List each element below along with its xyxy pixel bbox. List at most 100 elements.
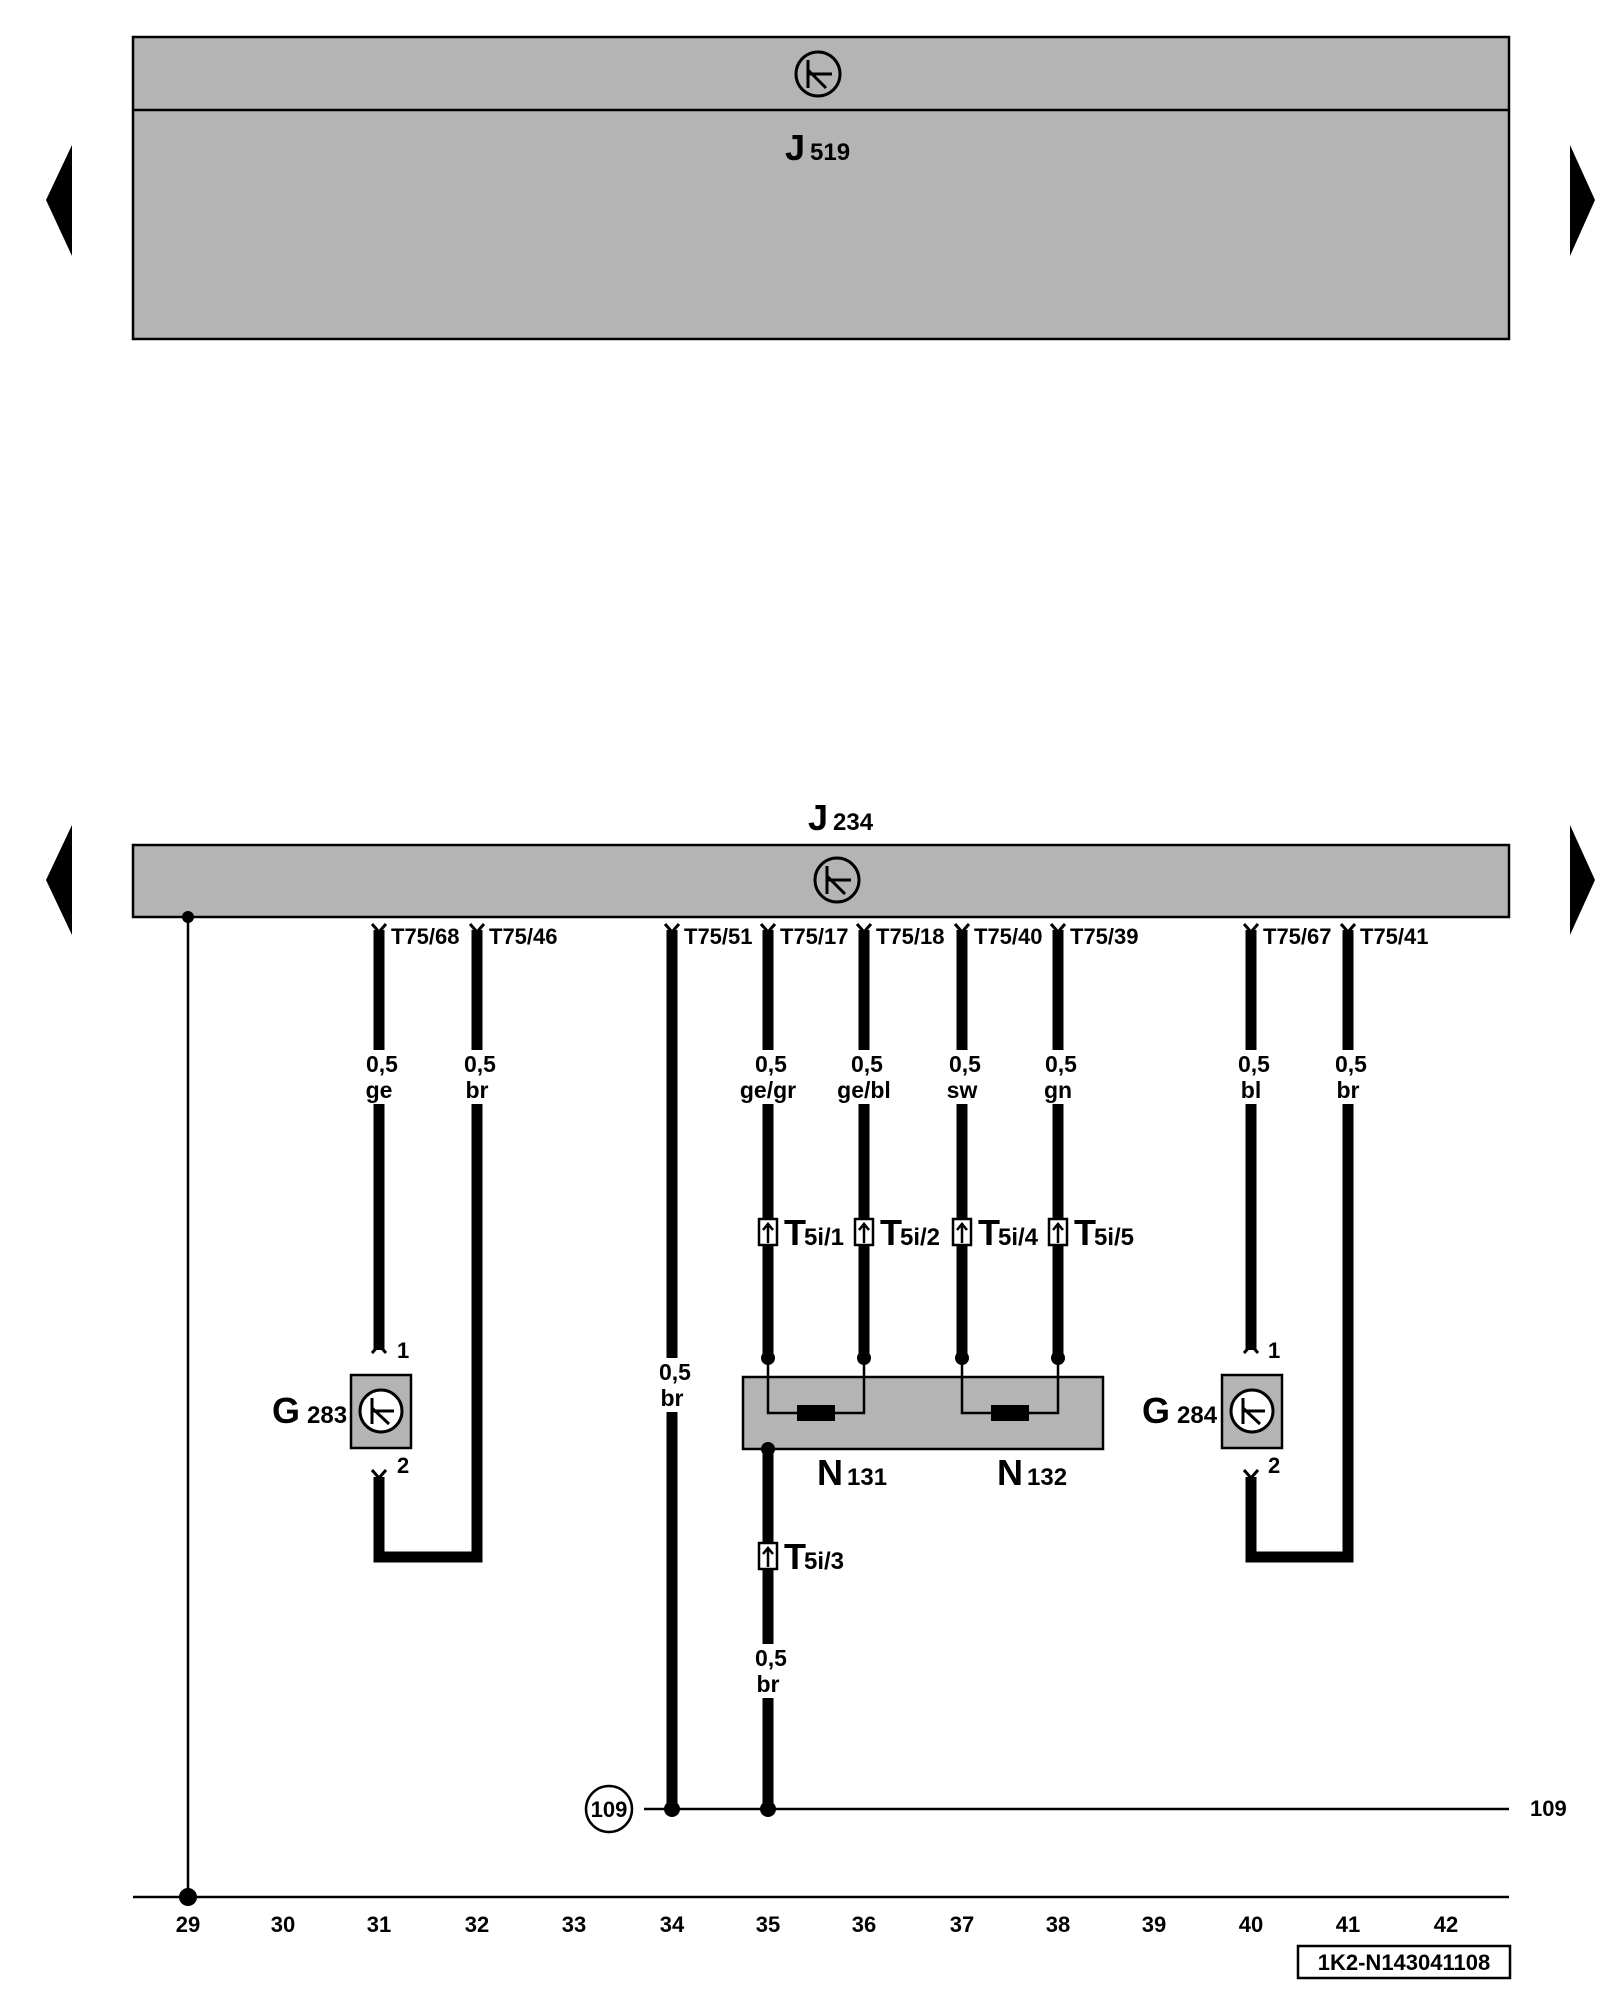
connector-letter: T bbox=[978, 1212, 1000, 1253]
wire-size: 0,5 bbox=[366, 1051, 398, 1077]
wire-label-col35: 0,5ge/gr bbox=[740, 1051, 796, 1103]
wire-col41 bbox=[1245, 930, 1354, 1563]
wire-size: 0,5 bbox=[851, 1051, 883, 1077]
connector-sub: 5i/4 bbox=[998, 1224, 1039, 1251]
pin-marker-col35: T75/17 bbox=[759, 923, 849, 949]
column-number: 30 bbox=[271, 1912, 295, 1937]
wire-color: br bbox=[661, 1385, 684, 1411]
pin-label: T75/18 bbox=[876, 924, 945, 949]
wire-color: br bbox=[466, 1077, 489, 1103]
pin-label: T75/39 bbox=[1070, 924, 1139, 949]
ground-ref-circle-label: 109 bbox=[591, 1797, 628, 1822]
pin-label: T75/40 bbox=[974, 924, 1043, 949]
pin-marker-col38: T75/39 bbox=[1049, 923, 1139, 949]
pin-marker-col34: T75/51 bbox=[663, 923, 753, 949]
pin-marker-col41: T75/41 bbox=[1339, 923, 1429, 949]
wire-label-col31: 0,5ge bbox=[366, 1051, 399, 1103]
connector-sub: 5i/2 bbox=[900, 1224, 940, 1251]
wire-color: br bbox=[1337, 1077, 1360, 1103]
column-number: 39 bbox=[1142, 1912, 1166, 1937]
wire-size: 0,5 bbox=[464, 1051, 496, 1077]
pin-label: T75/46 bbox=[489, 924, 558, 949]
pin-label: T75/68 bbox=[391, 924, 460, 949]
sensor-icon bbox=[358, 1388, 404, 1434]
wire-size: 0,5 bbox=[659, 1359, 691, 1385]
ground-ref-right-label: 109 bbox=[1530, 1796, 1567, 1821]
connector-sub: 5i/1 bbox=[804, 1224, 844, 1251]
connector-letter: T bbox=[784, 1536, 806, 1577]
module-j234-letter: J bbox=[808, 797, 828, 838]
wire-color: br bbox=[757, 1671, 780, 1697]
n132-sub: 132 bbox=[1027, 1464, 1067, 1491]
module-j234: J 234 bbox=[131, 797, 1511, 919]
column-number: 34 bbox=[660, 1912, 685, 1937]
module-j519-sub: 519 bbox=[810, 139, 850, 166]
g283-letter: G bbox=[272, 1390, 300, 1431]
pin-marker-col32: T75/46 bbox=[468, 923, 558, 949]
wire-label-col37: 0,5sw bbox=[947, 1051, 982, 1103]
connector-sub: 5i/5 bbox=[1094, 1224, 1134, 1251]
electronic-component-icon bbox=[813, 856, 861, 904]
wire-color: sw bbox=[947, 1077, 978, 1103]
column-number: 29 bbox=[176, 1912, 200, 1937]
g283-pin-2: 2 bbox=[397, 1453, 409, 1478]
pin-marker-col40: T75/67 bbox=[1242, 923, 1332, 949]
wire-col32 bbox=[373, 930, 483, 1563]
g283-sub: 283 bbox=[307, 1402, 347, 1429]
wire-color: gn bbox=[1044, 1077, 1072, 1103]
column-number: 38 bbox=[1046, 1912, 1070, 1937]
wire-color: ge/bl bbox=[837, 1077, 891, 1103]
connector-t5i-2: T5i/2 bbox=[853, 1212, 940, 1253]
sensor-g283: 1 2 G 283 bbox=[272, 1338, 413, 1481]
pin-label: T75/41 bbox=[1360, 924, 1429, 949]
connector-sub: 5i/3 bbox=[804, 1548, 844, 1575]
module-j519-letter: J bbox=[785, 127, 805, 168]
wire-color: ge bbox=[366, 1077, 393, 1103]
n131-letter: N bbox=[817, 1452, 843, 1493]
valve-block-n131-n132: N 131 N 132 bbox=[741, 1351, 1105, 1493]
nav-prev-arrow-top[interactable] bbox=[46, 145, 72, 256]
pin-label: T75/51 bbox=[684, 924, 753, 949]
wire-label-col32: 0,5br bbox=[464, 1051, 496, 1103]
module-j234-sub: 234 bbox=[833, 809, 874, 836]
wire-label-col40: 0,5bl bbox=[1238, 1051, 1270, 1103]
nav-prev-arrow-bottom[interactable] bbox=[46, 825, 72, 935]
wire-label-col41: 0,5br bbox=[1335, 1051, 1367, 1103]
ground-ref-109: 109 109 bbox=[584, 1784, 1567, 1834]
wire-color: ge/gr bbox=[740, 1077, 796, 1103]
column-number: 31 bbox=[367, 1912, 391, 1937]
g284-pin-1: 1 bbox=[1268, 1338, 1280, 1363]
nav-next-arrow-bottom[interactable] bbox=[1570, 825, 1595, 935]
wire-label-col35: 0,5br bbox=[755, 1645, 787, 1697]
n132-letter: N bbox=[997, 1452, 1023, 1493]
connector-t5i-3: T5i/4 bbox=[951, 1212, 1039, 1253]
sensor-g284: 1 2 G 284 bbox=[1142, 1338, 1284, 1481]
connector-t5i-5: T5i/3 bbox=[757, 1536, 844, 1577]
column-number: 40 bbox=[1239, 1912, 1263, 1937]
pin-label: T75/17 bbox=[780, 924, 849, 949]
wire-size: 0,5 bbox=[1045, 1051, 1077, 1077]
wire-size: 0,5 bbox=[949, 1051, 981, 1077]
module-j519: J 519 bbox=[131, 35, 1511, 341]
connector-letter: T bbox=[880, 1212, 902, 1253]
pin-marker-col36: T75/18 bbox=[855, 923, 945, 949]
column-number: 37 bbox=[950, 1912, 974, 1937]
wire-size: 0,5 bbox=[755, 1645, 787, 1671]
connector-letter: T bbox=[1074, 1212, 1096, 1253]
ground-bus bbox=[133, 911, 1509, 1906]
connector-t5i-1: T5i/1 bbox=[757, 1212, 844, 1253]
column-number: 35 bbox=[756, 1912, 780, 1937]
wire-label-col36: 0,5ge/bl bbox=[837, 1051, 891, 1103]
column-number: 41 bbox=[1336, 1912, 1360, 1937]
column-number: 42 bbox=[1434, 1912, 1458, 1937]
column-number: 32 bbox=[465, 1912, 489, 1937]
connector-t5i-4: T5i/5 bbox=[1047, 1212, 1134, 1253]
pin-marker-col37: T75/40 bbox=[953, 923, 1043, 949]
n131-sub: 131 bbox=[847, 1464, 887, 1491]
wire-size: 0,5 bbox=[1238, 1051, 1270, 1077]
wire-color: bl bbox=[1241, 1077, 1261, 1103]
nav-next-arrow-top[interactable] bbox=[1570, 145, 1595, 256]
pin-marker-col31: T75/68 bbox=[370, 923, 460, 949]
wire-size: 0,5 bbox=[755, 1051, 787, 1077]
